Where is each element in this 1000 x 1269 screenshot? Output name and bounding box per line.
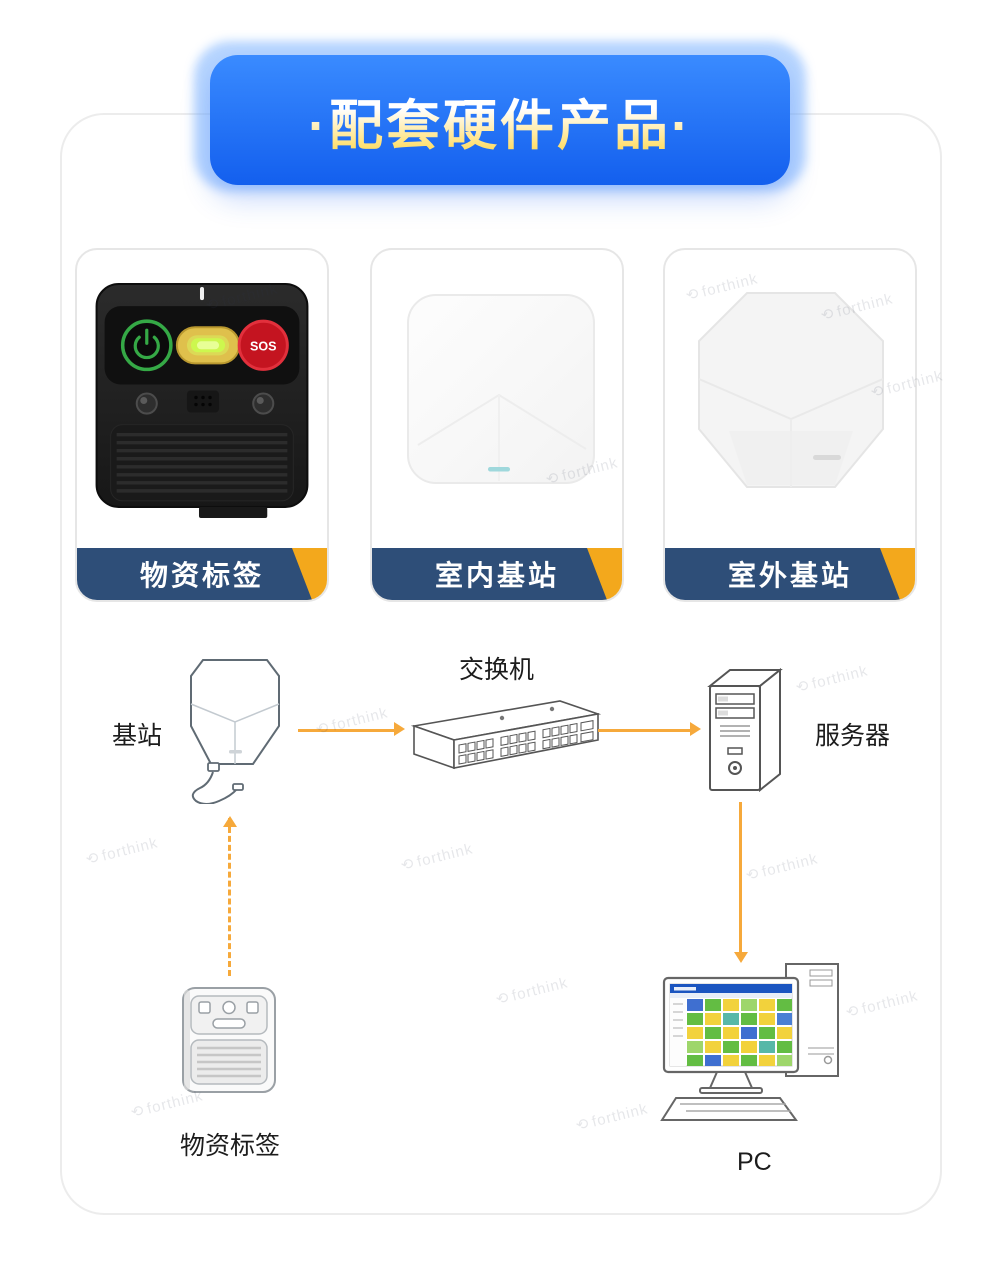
asset-tag-outline-icon: [175, 982, 285, 1100]
asset-tag-image: SOS: [77, 250, 327, 548]
switch-label: 交换机: [459, 656, 535, 684]
outdoor-station-image: [665, 250, 915, 548]
label-background: [372, 548, 607, 600]
base-station-icon: [175, 652, 295, 804]
card-label: 室外基站: [727, 560, 852, 591]
switch-icon: [402, 688, 602, 783]
sos-button-icon: SOS: [237, 319, 289, 371]
power-button-icon: [120, 319, 173, 372]
server-label: 服务器: [815, 722, 891, 750]
base-station-label: 基站: [112, 722, 163, 750]
status-led: [488, 467, 510, 472]
outdoor-station-device-icon: [698, 292, 884, 488]
card-indoor-station: 室内基站: [370, 248, 624, 602]
card-outdoor-station: 室外基站: [663, 248, 917, 602]
card-asset-tag: SOS 物资标签: [75, 248, 329, 602]
indoor-station-device-icon: [407, 294, 595, 484]
pc-label: PC: [737, 1148, 772, 1176]
vent-slot: [813, 455, 841, 460]
label-background: [77, 548, 312, 600]
led-indicator: [175, 326, 241, 365]
asset-tag-device-icon: SOS: [95, 283, 309, 518]
indoor-station-image: [372, 250, 622, 548]
pc-icon: [660, 958, 855, 1133]
tag-label: 物资标签: [180, 1132, 281, 1160]
server-icon: [700, 660, 795, 800]
page-title: ·配套硬件产品·: [308, 81, 692, 160]
card-label-bar: 物资标签: [77, 548, 327, 600]
card-label: 物资标签: [139, 560, 264, 591]
card-label-bar: 室内基站: [372, 548, 622, 600]
label-background: [665, 548, 900, 600]
card-label: 室内基站: [434, 560, 559, 591]
card-label-bar: 室外基站: [665, 548, 915, 600]
sos-label: SOS: [250, 339, 276, 353]
header-banner: ·配套硬件产品·: [210, 55, 790, 185]
